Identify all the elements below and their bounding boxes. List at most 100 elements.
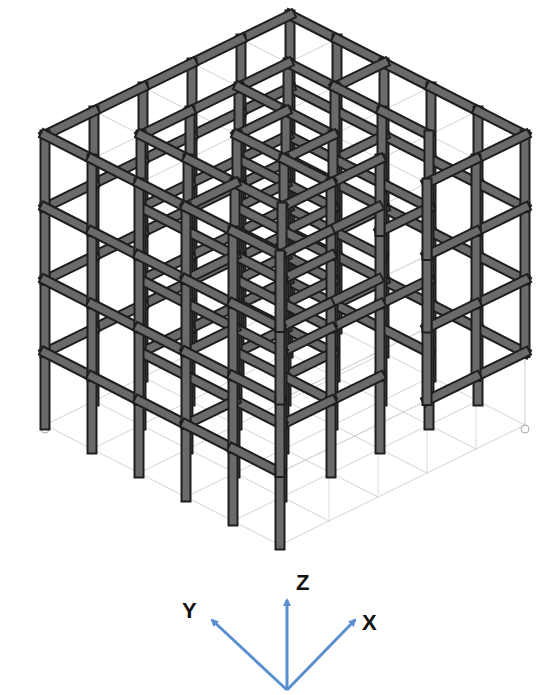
grid-line (280, 353, 525, 473)
member-body (45, 135, 92, 159)
member-body (186, 352, 233, 376)
member-body (139, 183, 186, 207)
member-outline (280, 231, 329, 255)
member-body (183, 352, 190, 425)
frame-member (237, 135, 284, 159)
grid-line (233, 401, 478, 521)
member-body (45, 353, 92, 377)
frame-member (286, 111, 333, 135)
member-outline (284, 135, 333, 159)
frame-member (284, 377, 331, 401)
member-outline (337, 39, 384, 63)
grid-line (280, 255, 281, 545)
member-outline (275, 400, 286, 473)
member-body (45, 208, 92, 232)
y-axis-arrow (212, 620, 287, 690)
frame-member (92, 377, 93, 450)
frame-member (233, 304, 234, 377)
grid-line (280, 353, 525, 473)
member-outline (326, 256, 337, 329)
frame-member (427, 159, 476, 183)
member-outline (476, 280, 525, 304)
member-body (427, 377, 476, 401)
member-body (92, 377, 139, 401)
member-body (230, 376, 237, 449)
frame-member (476, 304, 477, 377)
member-outline (427, 232, 476, 256)
frame-member (45, 280, 46, 353)
frame-member (331, 377, 380, 401)
member-body (377, 377, 384, 450)
member-outline (471, 232, 482, 305)
grid-line (280, 135, 525, 255)
member-outline (326, 183, 337, 256)
member-body (377, 304, 384, 377)
frame-member (141, 135, 188, 159)
member-body (186, 183, 235, 207)
member-outline (40, 353, 51, 426)
frame-member (478, 329, 525, 353)
member-body (473, 232, 480, 305)
axis-triad (212, 600, 355, 690)
grid-line (45, 160, 290, 280)
member-outline (275, 328, 286, 401)
frame-member (45, 353, 46, 426)
member-body (277, 255, 284, 328)
grid-line (280, 208, 525, 328)
frame-member (525, 280, 526, 353)
frame-member (284, 135, 333, 159)
member-outline (143, 63, 192, 87)
grid-line (139, 353, 384, 473)
grid-line (280, 353, 525, 473)
member-outline (375, 159, 386, 232)
grid-line (45, 160, 290, 280)
member-outline (134, 401, 145, 474)
member-body (284, 135, 333, 159)
member-outline (282, 328, 331, 352)
member-body (328, 256, 335, 329)
member-outline (45, 135, 92, 159)
member-outline (186, 207, 233, 231)
member-outline (45, 280, 92, 304)
frame-member (186, 207, 233, 231)
member-outline (134, 328, 145, 401)
member-body (42, 135, 49, 208)
grid-line (45, 88, 290, 208)
member-body (45, 280, 92, 304)
frame-member (45, 208, 92, 232)
frame-member (45, 111, 94, 135)
grid-line (45, 160, 290, 280)
frame-member (476, 135, 525, 159)
grid-line (280, 280, 525, 400)
member-body (280, 304, 329, 328)
member-outline (476, 353, 525, 377)
member-outline (92, 159, 139, 183)
member-outline (134, 183, 145, 256)
member-body (183, 280, 190, 353)
frame-member (525, 135, 526, 208)
member-outline (471, 159, 482, 232)
member-outline (422, 328, 433, 401)
frame-member (241, 15, 290, 39)
frame-member (139, 256, 186, 280)
grid-line (45, 233, 290, 353)
frame-member (427, 328, 428, 401)
frame-member (380, 232, 381, 305)
member-body (328, 183, 335, 256)
frame-member (478, 111, 525, 135)
member-body (141, 135, 188, 159)
member-body (476, 353, 525, 377)
member-outline (375, 304, 386, 377)
frame-member (288, 63, 335, 87)
member-outline (141, 111, 190, 135)
grid-line (45, 353, 280, 473)
member-outline (284, 377, 331, 401)
frame-member (233, 376, 234, 449)
grid-line (45, 233, 290, 353)
grid-line (45, 425, 280, 545)
member-body (427, 159, 476, 183)
member-outline (422, 183, 433, 256)
frame-member (282, 256, 331, 280)
member-outline (280, 304, 329, 328)
frame-member (233, 449, 280, 473)
